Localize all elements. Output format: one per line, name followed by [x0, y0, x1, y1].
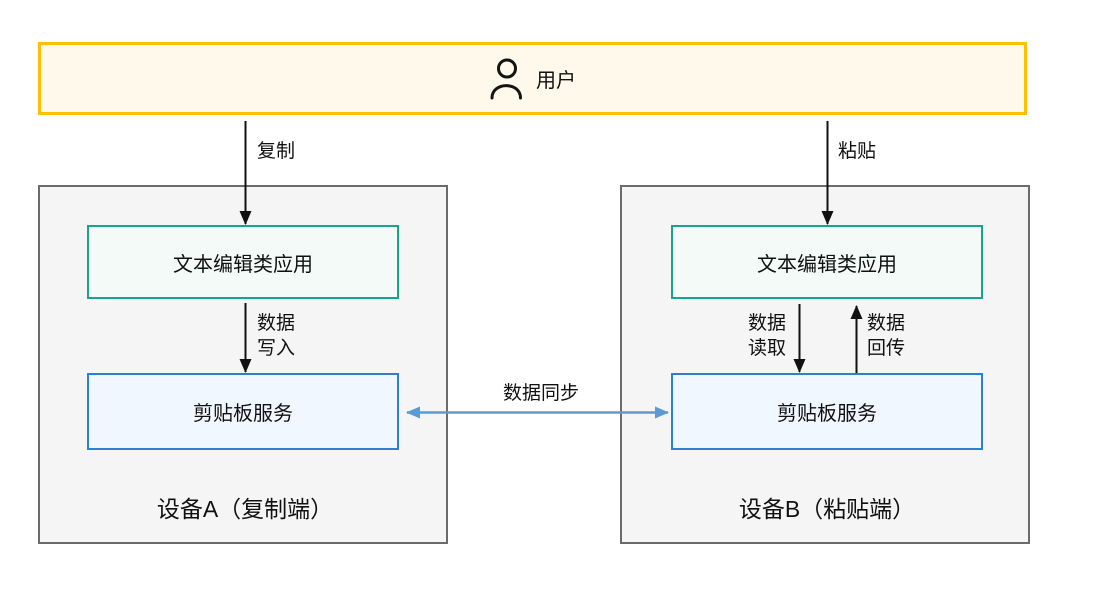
- device-a-app-label: 文本编辑类应用: [173, 253, 313, 276]
- user-box: 用户: [38, 42, 1027, 115]
- device-b-app-box: 文本编辑类应用: [671, 225, 983, 299]
- device-a-clipboard-label: 剪贴板服务: [193, 403, 293, 425]
- device-a-clipboard-box: 剪贴板服务: [87, 373, 399, 450]
- data-write-arrow-label: 数据 写入: [257, 313, 296, 359]
- device-b-clipboard-box: 剪贴板服务: [671, 373, 983, 450]
- user-label: 用户: [536, 70, 576, 92]
- device-b-clipboard-label: 剪贴板服务: [777, 403, 877, 425]
- paste-arrow-label: 粘贴: [838, 141, 877, 162]
- data-sync-arrow-label: 数据同步: [502, 383, 579, 404]
- device-a-title: 设备A（复制端）: [156, 496, 334, 522]
- device-b-app-label: 文本编辑类应用: [757, 253, 897, 276]
- data-read-arrow-label: 数据 读取: [748, 313, 787, 359]
- device-a-app-box: 文本编辑类应用: [87, 225, 399, 299]
- device-b-title: 设备B（粘贴端）: [738, 496, 916, 522]
- copy-arrow-label: 复制: [257, 141, 296, 162]
- person-icon: [490, 58, 522, 99]
- data-return-arrow-label: 数据 回传: [867, 313, 906, 359]
